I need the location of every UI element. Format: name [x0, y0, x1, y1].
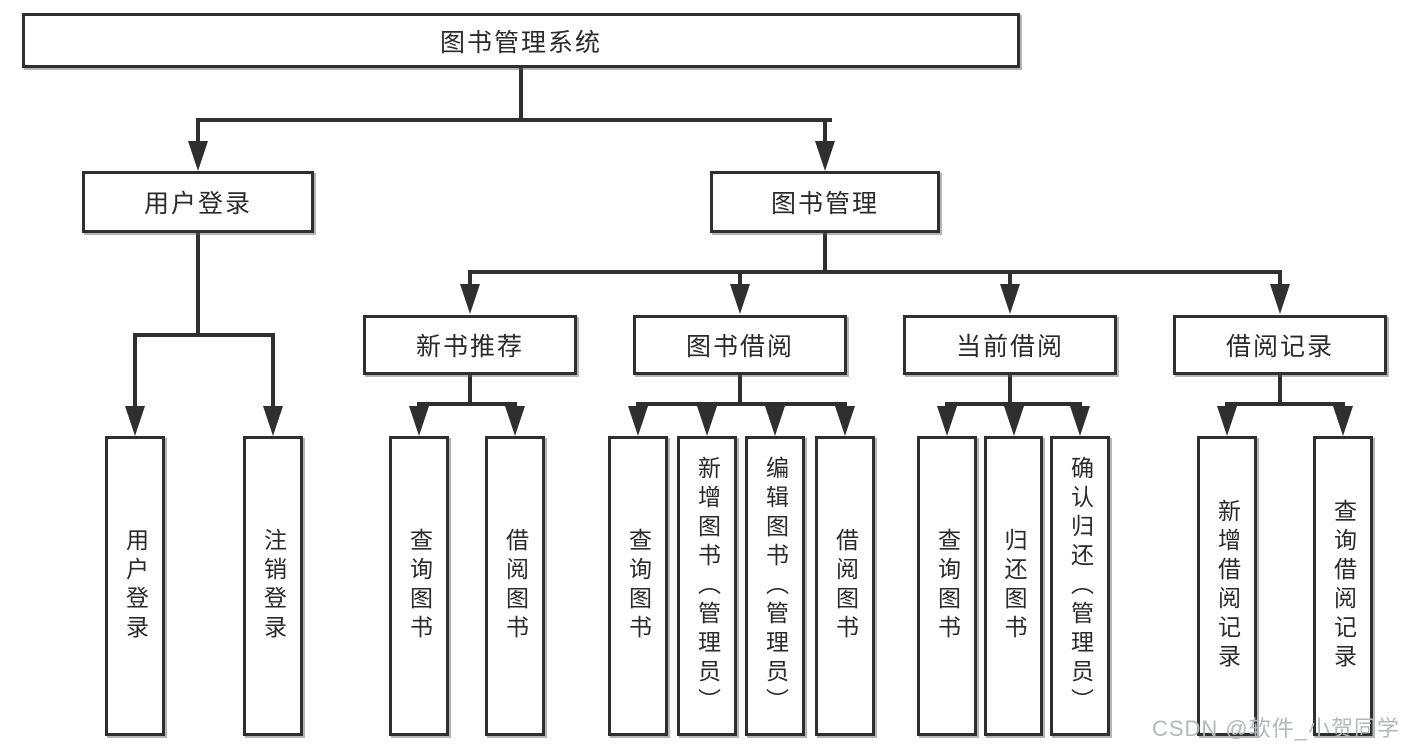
node-cb-confirm-return-admin: 确认归还（管理员） [1050, 436, 1110, 736]
node-cb-return-books: 归还图书 [984, 436, 1043, 736]
node-cb-query-books: 查询图书 [917, 436, 977, 736]
node-new-book-recommendation: 新书推荐 [363, 315, 577, 375]
node-book-management: 图书管理 [710, 171, 940, 233]
node-nbr-query-books: 查询图书 [389, 436, 449, 736]
node-bb-borrow-books: 借阅图书 [815, 436, 875, 736]
node-bb-query-books: 查询图书 [608, 436, 668, 736]
node-bb-edit-books-admin: 编辑图书（管理员） [745, 436, 805, 736]
node-bb-add-books-admin: 新增图书（管理员） [677, 436, 737, 736]
csdn-watermark: CSDN @软件_小贺同学 [1151, 716, 1400, 741]
node-nbr-borrow-books: 借阅图书 [485, 436, 545, 736]
node-book-borrowing: 图书借阅 [633, 315, 847, 375]
node-user-login-leaf: 用户登录 [105, 436, 165, 736]
node-current-borrowing: 当前借阅 [903, 315, 1117, 375]
node-user-login: 用户登录 [82, 171, 314, 233]
node-br-query-record: 查询借阅记录 [1313, 436, 1373, 736]
node-borrowing-records: 借阅记录 [1173, 315, 1387, 375]
node-br-add-record: 新增借阅记录 [1197, 436, 1257, 736]
node-library-management-system: 图书管理系统 [22, 13, 1020, 68]
node-logout-leaf: 注销登录 [243, 436, 303, 736]
